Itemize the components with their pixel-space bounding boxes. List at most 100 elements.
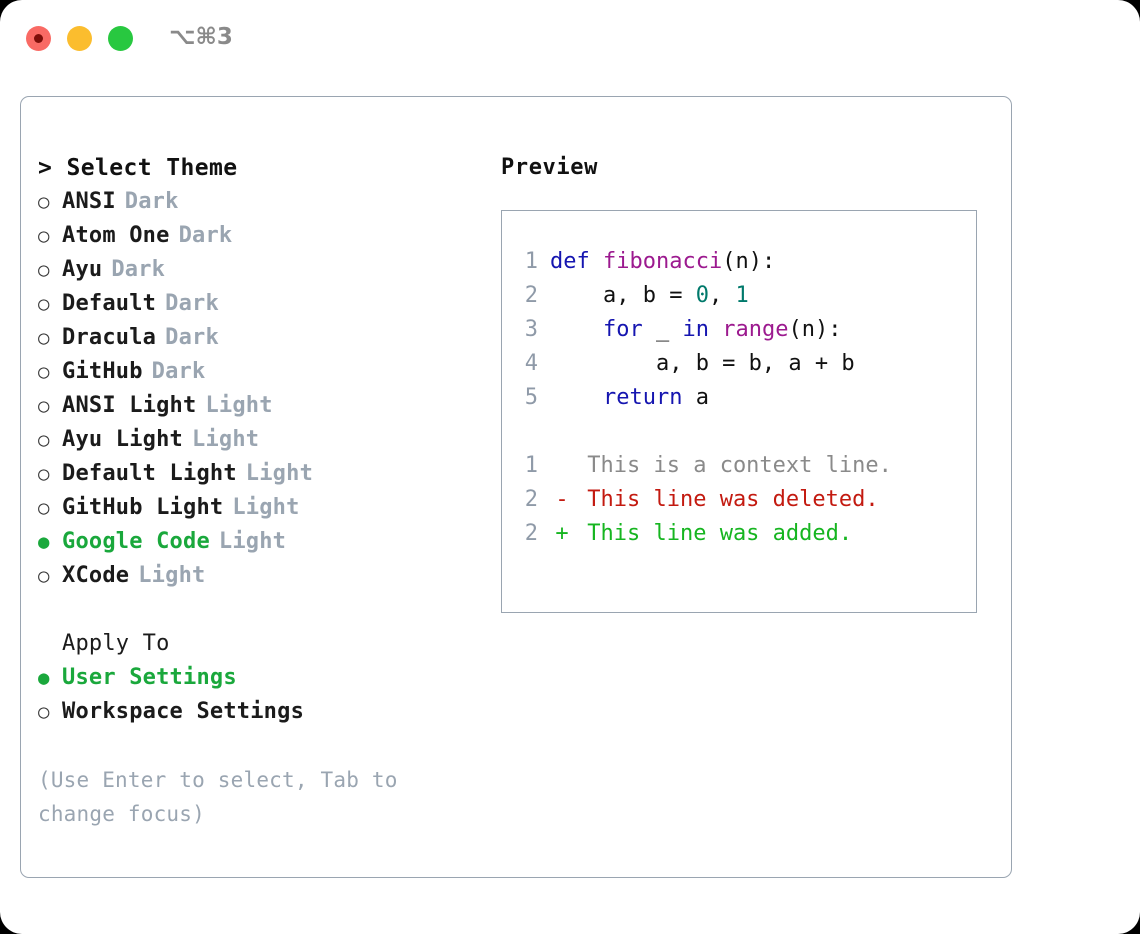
theme-option-atom-one[interactable]: ○ Atom One Dark: [38, 219, 498, 253]
code-token-plain: [709, 317, 722, 342]
theme-option-label: Dracula: [62, 325, 157, 350]
maximize-button-icon[interactable]: [108, 26, 133, 51]
diff-line-ctx: 1 This is a context line.: [502, 449, 976, 483]
theme-variant-badge: Light: [218, 529, 287, 554]
line-number: 3: [524, 317, 538, 342]
theme-option-label: GitHub: [62, 359, 143, 384]
code-token-kw: return: [602, 385, 683, 410]
theme-variant-badge: Light: [245, 461, 314, 486]
diff-marker-icon: +: [555, 521, 569, 546]
code-line: 2 a, b = 0, 1: [502, 279, 976, 313]
radio-unselected-icon: ○: [38, 225, 50, 247]
close-button-icon[interactable]: [26, 26, 51, 51]
code-token-plain: [550, 385, 603, 410]
theme-variant-badge: Light: [192, 427, 260, 452]
titlebar: ⌥⌘3: [0, 0, 1140, 78]
code-line-text: return a: [550, 381, 709, 415]
traffic-lights: [26, 26, 133, 51]
diff-line-add: 2 + This line was added.: [502, 517, 976, 551]
radio-selected-icon: ●: [38, 667, 50, 689]
theme-option-github[interactable]: ○ GitHub Dark: [38, 355, 498, 389]
apply-to-option-user-settings[interactable]: ●User Settings: [38, 661, 498, 695]
diff-line-del: 2- This line was deleted.: [502, 483, 976, 517]
theme-option-label: Atom One: [62, 223, 170, 248]
theme-option-label: Ayu: [62, 257, 103, 282]
theme-option-label: ANSI: [62, 189, 116, 214]
keyboard-hint-text: (Use Enter to select, Tab to change focu…: [38, 768, 398, 826]
theme-option-label: ANSI Light: [62, 393, 197, 418]
diff-sample: 1 This is a context line.2- This line wa…: [502, 449, 976, 551]
diff-line-text: This line was added.: [574, 521, 853, 546]
keyboard-shortcut-label: ⌥⌘3: [169, 24, 233, 50]
code-token-plain: ,: [708, 283, 736, 308]
code-line: 5 return a: [502, 381, 976, 415]
code-token-plain: [550, 317, 603, 342]
theme-option-google-code[interactable]: ● Google Code Light: [38, 525, 498, 559]
theme-variant-badge: Light: [232, 495, 300, 520]
radio-unselected-icon: ○: [38, 327, 50, 349]
radio-unselected-icon: ○: [38, 361, 50, 383]
code-token-plain: a: [682, 385, 709, 410]
code-token-kw: def: [550, 249, 603, 274]
theme-variant-badge: Dark: [111, 257, 166, 282]
list-spacer: [38, 593, 498, 627]
radio-unselected-icon: ○: [38, 463, 50, 485]
theme-option-github-light[interactable]: ○ GitHub Light Light: [38, 491, 498, 525]
theme-option-label: Default: [62, 291, 157, 316]
code-token-plain: a, b =: [550, 283, 696, 308]
theme-variant-badge: Dark: [165, 291, 219, 316]
line-number: 2: [524, 487, 538, 512]
radio-unselected-icon: ○: [38, 565, 50, 587]
diff-line-text: This is a context line.: [574, 453, 892, 478]
radio-unselected-icon: ○: [38, 191, 50, 213]
code-line: 1 def fibonacci(n):: [502, 245, 976, 279]
code-line-text: def fibonacci(n):: [550, 245, 775, 279]
code-diff-gap: [502, 415, 976, 449]
code-line: 3 for _ in range(n):: [502, 313, 976, 347]
code-token-plain: a, b = b, a + b: [550, 351, 855, 376]
diff-marker-icon: -: [555, 487, 569, 512]
apply-to-option-workspace-settings[interactable]: ○ Workspace Settings: [38, 695, 498, 729]
line-number: 4: [524, 351, 538, 376]
line-number: 1: [524, 453, 538, 478]
apply-to-heading: Apply To: [62, 631, 170, 656]
code-token-num: 0: [695, 283, 709, 308]
code-token-fn: range: [722, 317, 789, 342]
theme-option-label: Google Code: [62, 529, 210, 554]
preview-label: Preview: [501, 155, 598, 180]
select-theme-prompt: > Select Theme: [38, 155, 238, 181]
line-number: 1: [524, 249, 538, 274]
theme-variant-badge: Dark: [151, 359, 206, 384]
line-number: 5: [524, 385, 538, 410]
radio-unselected-icon: ○: [38, 395, 50, 417]
minimize-button-icon[interactable]: [67, 26, 92, 51]
code-token-num: 1: [735, 283, 749, 308]
radio-selected-icon: ●: [38, 531, 50, 553]
theme-option-dracula[interactable]: ○ Dracula Dark: [38, 321, 498, 355]
apply-to-list: ●User Settings ○ Workspace Settings: [38, 661, 498, 729]
theme-option-xcode[interactable]: ○ XCode Light: [38, 559, 498, 593]
radio-unselected-icon: ○: [38, 701, 50, 723]
code-token-kw: for: [602, 317, 643, 342]
code-token-kw: in: [682, 317, 709, 342]
theme-option-label: GitHub Light: [62, 495, 224, 520]
code-line-text: for _ in range(n):: [550, 313, 841, 347]
apply-to-option-label: Workspace Settings: [62, 699, 305, 724]
theme-variant-badge: Dark: [165, 325, 219, 350]
radio-unselected-icon: ○: [38, 497, 50, 519]
theme-option-label: Ayu Light: [62, 427, 184, 452]
theme-variant-badge: Dark: [178, 223, 233, 248]
theme-variant-badge: Light: [138, 563, 206, 588]
theme-option-label: XCode: [62, 563, 130, 588]
line-number: 2: [524, 521, 538, 546]
